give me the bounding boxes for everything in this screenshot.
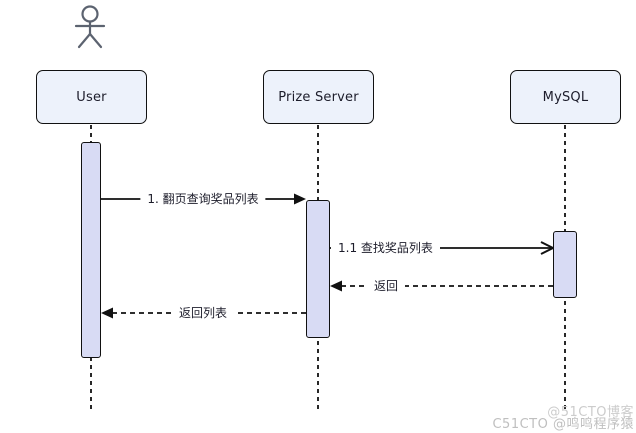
message-1-label: 1. 翻页查询奖品列表: [140, 190, 266, 208]
participant-mysql: MySQL: [510, 70, 621, 124]
participant-user: User: [36, 70, 147, 124]
return-list-arrow: [101, 307, 306, 319]
participant-mysql-label: MySQL: [542, 89, 589, 105]
message-1-1-label: 1.1 查找奖品列表: [331, 239, 440, 257]
participant-user-label: User: [76, 89, 107, 105]
return-arrow: [330, 280, 553, 292]
activation-bar-mysql: [553, 231, 577, 298]
participant-prize-server-label: Prize Server: [278, 89, 359, 105]
activation-bar-user: [81, 142, 101, 358]
participant-prize-server: Prize Server: [263, 70, 374, 124]
return-list-label: 返回列表: [171, 304, 235, 322]
user-actor-icon: [74, 5, 106, 49]
return-label: 返回: [366, 277, 406, 295]
activation-bar-prize-server: [306, 200, 330, 338]
